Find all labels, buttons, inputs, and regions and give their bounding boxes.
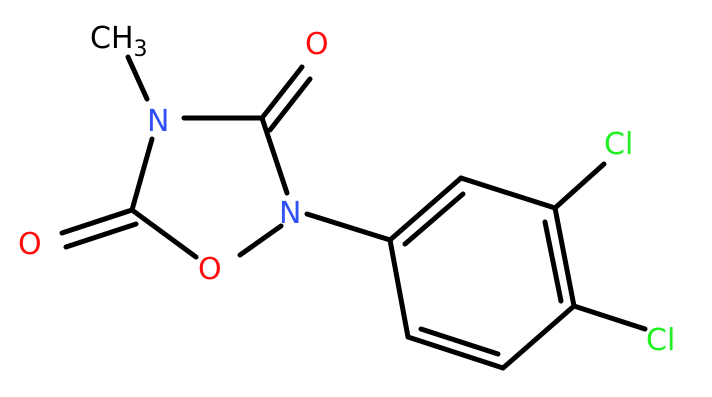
bond-methyl-n4 [125,54,150,102]
bond-c5-n4 [129,136,155,213]
bond-o-ring-c5 [129,207,199,260]
oxygen-top-label: O [305,27,329,62]
chlorine-top-label: Cl [604,127,633,162]
bond-n2-o-ring [237,223,284,258]
bond-c3-n2 [259,115,290,196]
bond-c5-o-left-2 [63,221,139,250]
oxygen-ring-label: O [198,252,222,287]
nitrogen-2-label: N [279,196,301,231]
bond-c5-o-left-1 [59,207,135,236]
oxygen-left-label: O [18,227,42,262]
bonds [59,54,648,371]
bond-ph-2-3 [458,175,558,211]
bond-ph-5-6-inner [418,326,501,357]
bond-c3-o-top-2 [267,76,313,133]
bond-ph-3-4 [552,205,577,309]
bond-ph-5-6 [405,334,506,371]
bond-ph-1-2 [387,175,464,243]
bond-ph-1-2-inner [402,191,466,247]
nitrogen-4-label: N [147,104,169,139]
bond-ph-6-1 [387,237,411,340]
chlorine-bottom-label: Cl [646,323,675,358]
bond-n2-phenyl [304,211,393,243]
bond-ph-3-4-inner [542,219,564,304]
atom-labels: CH3 O N N O O Cl Cl [18,21,675,358]
bond-ph-4-5 [500,303,577,371]
bond-ph4-cl-bottom [571,303,648,332]
methyl-label: CH3 [90,21,148,62]
bond-c3-o-top-1 [259,64,305,121]
bond-ph3-cl-top [552,161,607,211]
